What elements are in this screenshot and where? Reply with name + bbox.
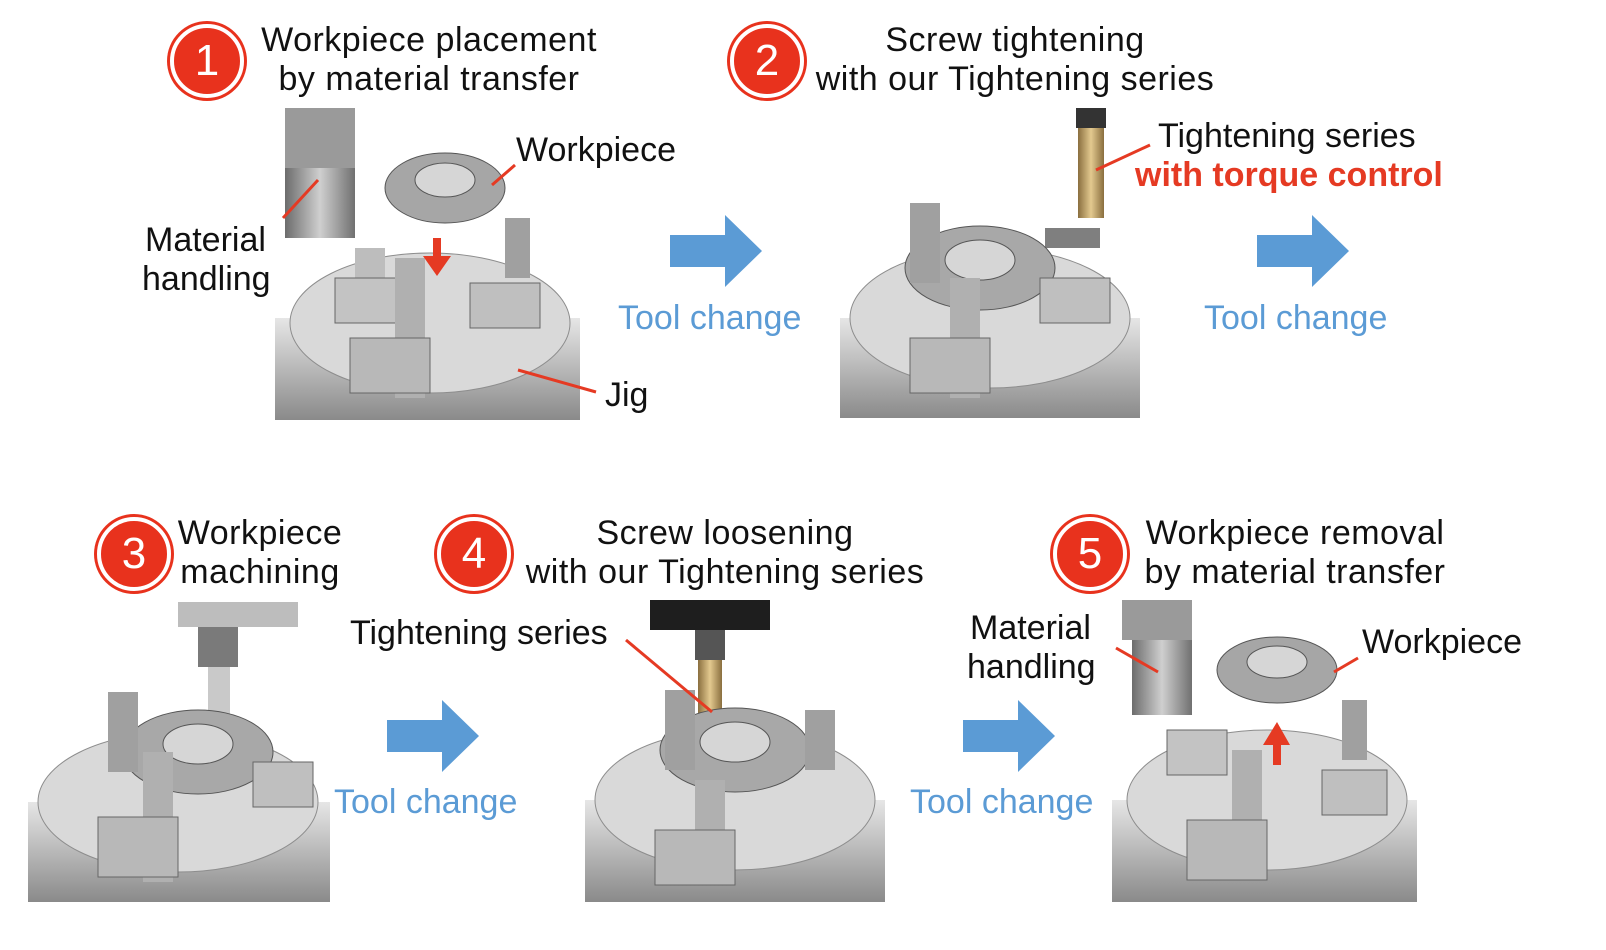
step-5-title-line2: by material transfer <box>1144 553 1446 591</box>
step-2-machine-illustration <box>840 108 1140 418</box>
step-1-title-line2: by material transfer <box>278 60 580 98</box>
step-5-workpiece-label: Workpiece <box>1362 623 1522 661</box>
step-5-badge: 5 <box>1053 517 1127 591</box>
step-2-tightening-label: Tightening series <box>1158 117 1416 155</box>
step-1-workpiece-label: Workpiece <box>516 131 676 169</box>
arrow-3-icon <box>387 700 479 772</box>
arrow-1-icon <box>670 215 762 287</box>
step-4-machine-illustration <box>585 600 885 902</box>
step-5-material-label-line2: handling <box>967 648 1096 686</box>
step-3-machine-illustration <box>28 602 330 902</box>
step-2-torque-label: with torque control <box>1135 156 1443 194</box>
step-1-material-label-line2: handling <box>142 260 271 298</box>
step-2-title-line2: with our Tightening series <box>815 60 1215 98</box>
step-5-material-label-line1: Material <box>970 609 1091 647</box>
step-5-title-line1: Workpiece removal <box>1145 514 1445 552</box>
tool-change-label-3: Tool change <box>334 783 518 821</box>
step-2-badge: 2 <box>730 24 804 98</box>
arrow-2-icon <box>1257 215 1349 287</box>
tool-change-label-1: Tool change <box>618 299 802 337</box>
step-4-title-line2: with our Tightening series <box>525 553 925 591</box>
step-1-machine-illustration <box>275 108 580 420</box>
step-1-material-label-line1: Material <box>145 221 266 259</box>
tool-change-label-4: Tool change <box>910 783 1094 821</box>
step-1-badge: 1 <box>170 24 244 98</box>
step-4-title-line1: Screw loosening <box>596 514 854 552</box>
step-3-badge: 3 <box>97 517 171 591</box>
step-4-tightening-label: Tightening series <box>350 614 608 652</box>
step-3-title-line1: Workpiece <box>177 514 343 552</box>
step-5-machine-illustration <box>1112 600 1417 902</box>
step-1-title-line1: Workpiece placement <box>261 21 597 59</box>
arrow-4-icon <box>963 700 1055 772</box>
tool-change-label-2: Tool change <box>1204 299 1388 337</box>
step-3-title-line2: machining <box>180 553 340 591</box>
step-1-jig-label: Jig <box>605 376 649 414</box>
step-4-badge: 4 <box>437 517 511 591</box>
step-2-title-line1: Screw tightening <box>885 21 1145 59</box>
